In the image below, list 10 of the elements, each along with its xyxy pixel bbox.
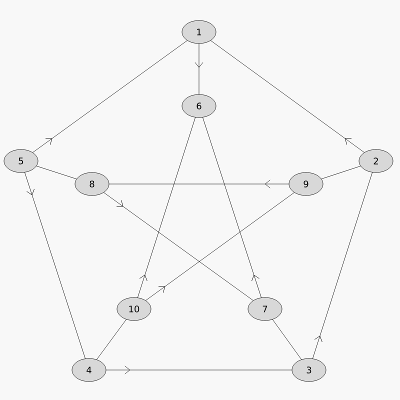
graph-node: 6: [182, 94, 216, 118]
graph-node: 10: [116, 297, 152, 321]
graph-node: 4: [72, 358, 106, 382]
graph-node: 2: [358, 149, 394, 173]
graph-node: 3: [292, 358, 326, 382]
graph-node: 1: [182, 20, 216, 44]
graph-node: 5: [4, 149, 38, 173]
graph-node: 8: [74, 172, 110, 196]
graph-node: 7: [248, 297, 282, 321]
graph-node: 9: [288, 172, 324, 196]
